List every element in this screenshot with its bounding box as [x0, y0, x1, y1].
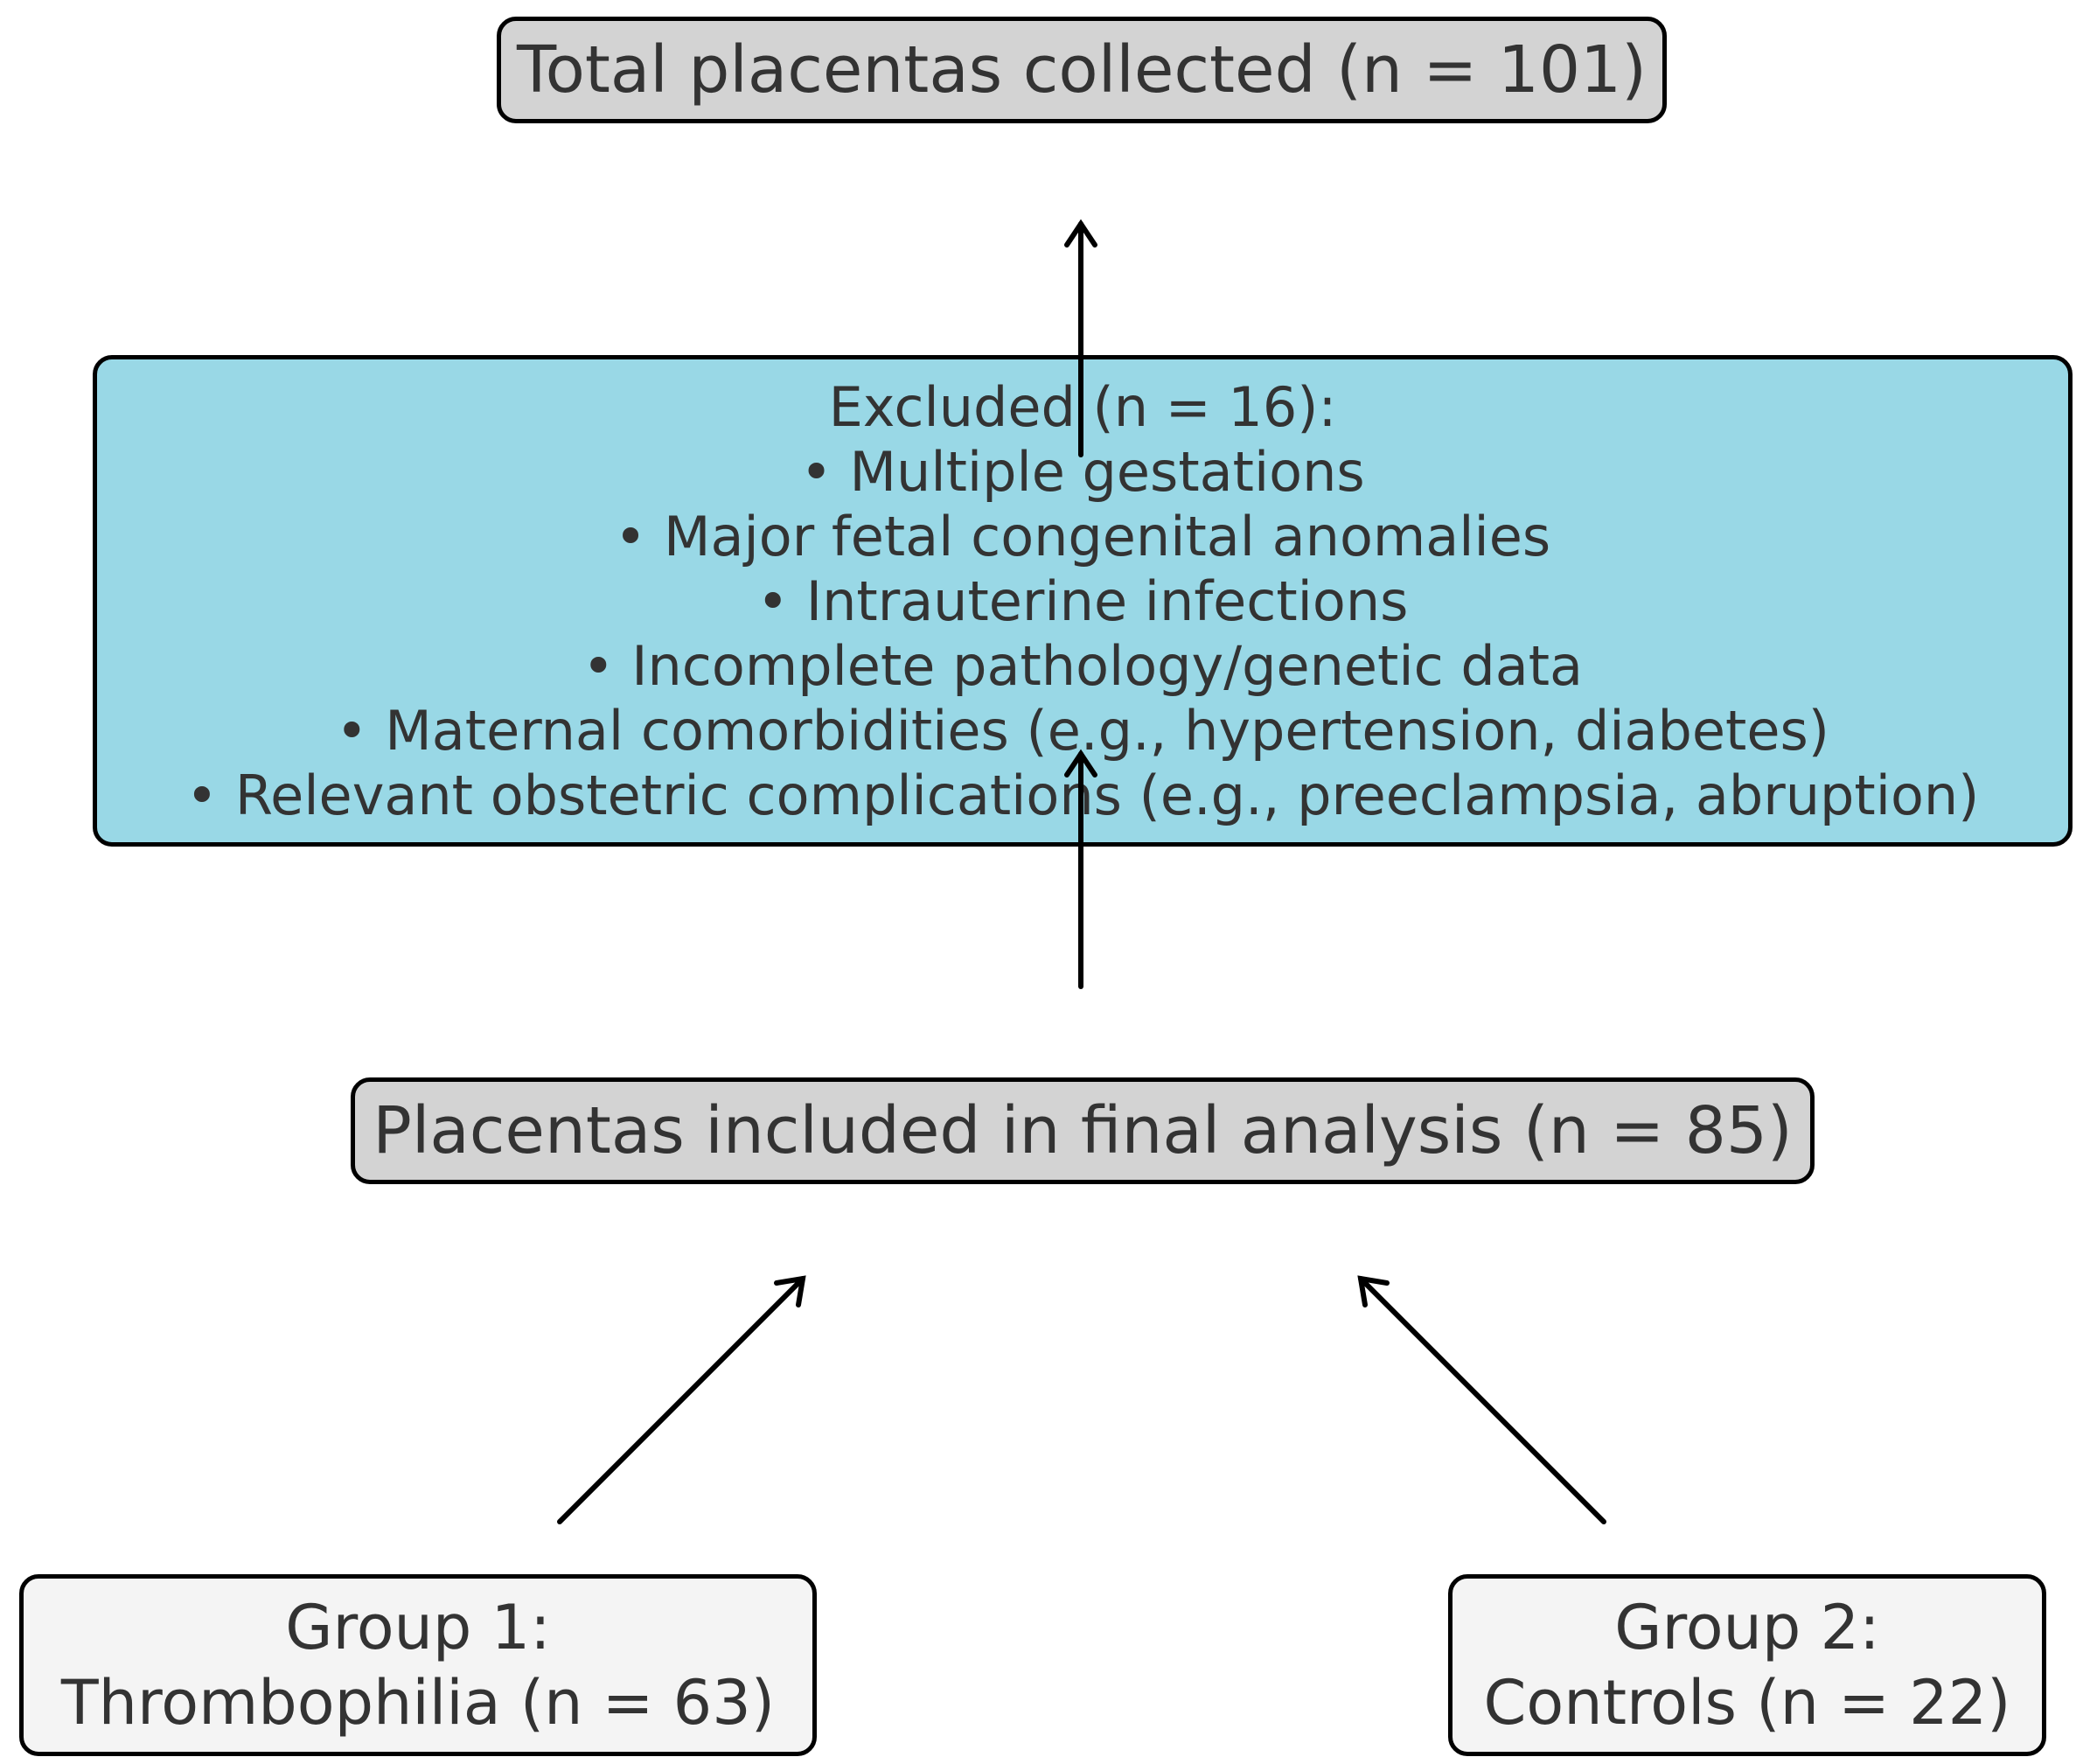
arrow-excluded-to-total-head: [1064, 219, 1097, 248]
group1-thrombophilia-box: Group 1: Thrombophilia (n = 63): [19, 1574, 817, 1756]
total-collected-label: Total placentas collected (n = 101): [516, 32, 1648, 108]
arrow-group2-to-final-head: [1357, 1275, 1390, 1307]
excluded-title: Excluded (n = 16):: [828, 375, 1337, 439]
excluded-item-incomplete-data: • Incomplete pathology/genetic data: [582, 634, 1584, 698]
arrow-group1-to-final: [557, 1276, 805, 1524]
final-analysis-label: Placentas included in final analysis (n …: [373, 1093, 1793, 1168]
excluded-item-multiple-gestations: • Multiple gestations: [800, 440, 1365, 504]
group1-count: Thrombophilia (n = 63): [60, 1667, 776, 1739]
excluded-item-congenital-anomalies: • Major fetal congenital anomalies: [614, 505, 1551, 568]
excluded-item-intrauterine-infections: • Intrauterine infections: [756, 569, 1409, 633]
group2-controls-box: Group 2: Controls (n = 22): [1448, 1574, 2046, 1756]
arrow-group1-to-final-head: [774, 1275, 806, 1307]
excluded-item-maternal-comorbidities: • Maternal comorbidities (e.g., hyperten…: [336, 699, 1829, 763]
excluded-box: Excluded (n = 16): • Multiple gestations…: [93, 355, 2073, 847]
group2-count: Controls (n = 22): [1483, 1667, 2011, 1739]
arrow-group2-to-final: [1358, 1276, 1606, 1524]
group2-heading: Group 2:: [1614, 1592, 1880, 1663]
total-collected-box: Total placentas collected (n = 101): [497, 17, 1667, 123]
final-analysis-box: Placentas included in final analysis (n …: [351, 1077, 1815, 1184]
group1-heading: Group 1:: [285, 1592, 551, 1663]
excluded-item-obstetric-complications: • Relevant obstetric complications (e.g.…: [185, 763, 1980, 827]
